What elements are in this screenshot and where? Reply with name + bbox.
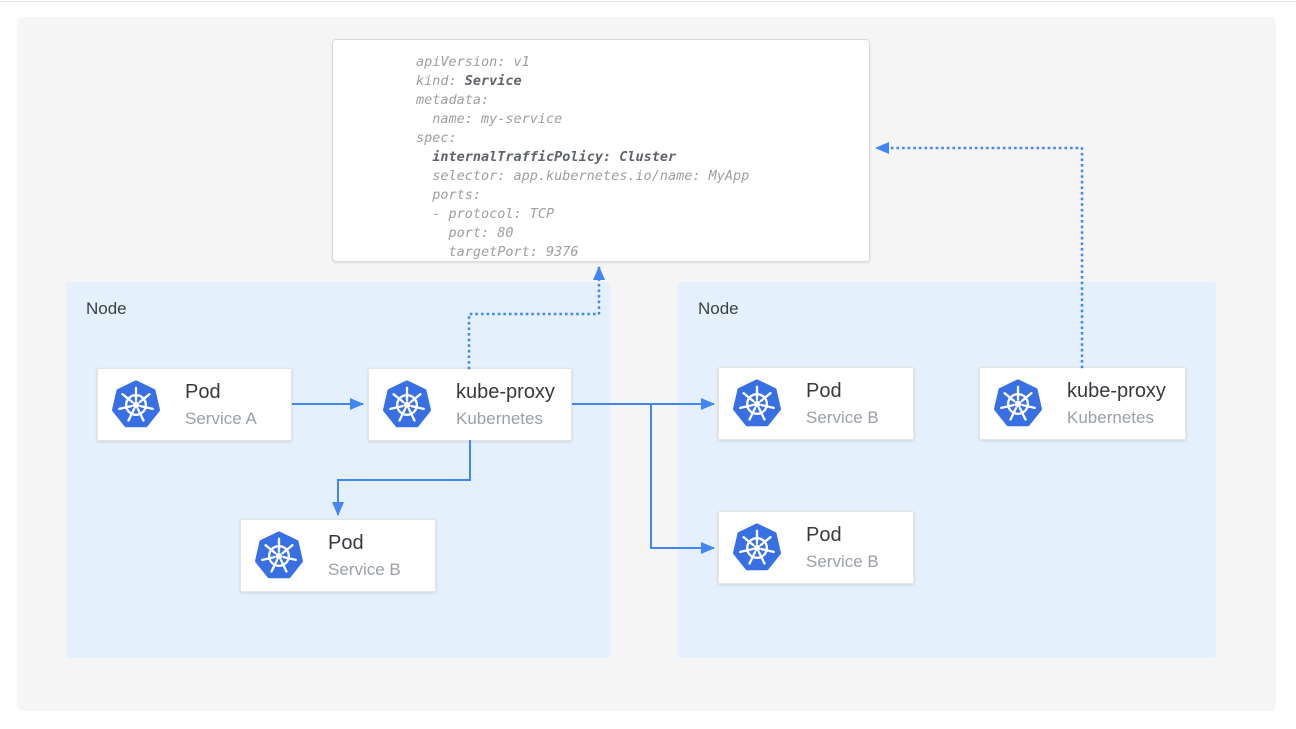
- yaml-line: metadata:: [416, 92, 490, 108]
- card-text: kube-proxy Kubernetes: [1067, 380, 1166, 428]
- card-title: Pod: [328, 531, 364, 554]
- card-subtitle: Service B: [806, 407, 879, 427]
- card-text: Pod Service B: [806, 380, 879, 428]
- pod-service-b-left-card: Pod Service B: [240, 519, 436, 592]
- kubernetes-icon: [732, 522, 782, 573]
- card-subtitle: Kubernetes: [456, 408, 543, 428]
- card-subtitle: Kubernetes: [1067, 407, 1154, 427]
- card-text: Pod Service B: [328, 532, 401, 580]
- yaml-line: name: my-service: [416, 111, 563, 127]
- card-subtitle: Service B: [806, 551, 879, 571]
- kubernetes-icon: [382, 379, 432, 430]
- yaml-line: apiVersion: v1: [416, 54, 530, 70]
- node-label: Node: [86, 299, 127, 318]
- card-text: Pod Service B: [806, 524, 879, 572]
- yaml-line: port: 80: [416, 225, 514, 241]
- kubernetes-icon: [111, 379, 161, 430]
- card-subtitle: Service B: [328, 559, 401, 579]
- yaml-line: internalTrafficPolicy: Cluster: [432, 149, 677, 165]
- top-border-line: [0, 1, 1296, 2]
- kubernetes-icon: [732, 378, 782, 429]
- pod-service-b-right-top-card: Pod Service B: [718, 367, 914, 440]
- kubernetes-icon: [993, 378, 1043, 429]
- node-right: Node: [678, 282, 1216, 658]
- card-text: kube-proxy Kubernetes: [456, 381, 555, 429]
- card-title: Pod: [806, 379, 842, 402]
- service-yaml-box: apiVersion: v1 kind: Service metadata: n…: [332, 39, 870, 262]
- yaml-line: ports:: [416, 187, 482, 203]
- node-left: Node: [66, 282, 610, 658]
- pod-service-b-right-bottom-card: Pod Service B: [718, 511, 914, 584]
- card-title: Pod: [185, 380, 221, 403]
- yaml-line: targetPort: 9376: [416, 244, 579, 260]
- card-title: kube-proxy: [1067, 379, 1166, 402]
- yaml-line: selector: app.kubernetes.io/name: MyApp: [416, 168, 750, 184]
- yaml-line: spec:: [416, 130, 457, 146]
- yaml-line: kind: Service: [416, 73, 522, 89]
- yaml-line: - protocol: TCP: [416, 206, 555, 222]
- card-title: kube-proxy: [456, 380, 555, 403]
- kube-proxy-right-card: kube-proxy Kubernetes: [979, 367, 1186, 440]
- card-subtitle: Service A: [185, 408, 257, 428]
- node-label: Node: [698, 299, 739, 318]
- card-title: Pod: [806, 523, 842, 546]
- kube-proxy-left-card: kube-proxy Kubernetes: [368, 368, 572, 441]
- pod-service-a-card: Pod Service A: [97, 368, 292, 441]
- card-text: Pod Service A: [185, 381, 257, 429]
- kubernetes-icon: [254, 530, 304, 581]
